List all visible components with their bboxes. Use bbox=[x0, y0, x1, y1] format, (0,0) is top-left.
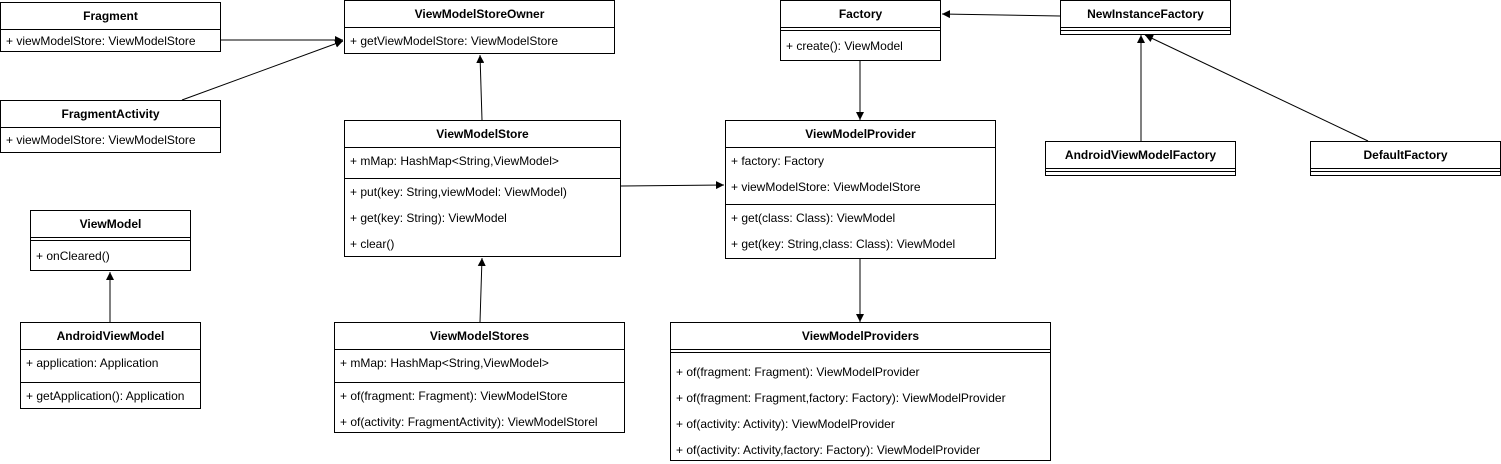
class-defaultfactory[interactable]: DefaultFactory bbox=[1310, 141, 1501, 176]
class-title: FragmentActivity bbox=[61, 107, 160, 121]
method: + of(activity: Activity,factory: Factory… bbox=[676, 443, 980, 457]
method: + create(): ViewModel bbox=[786, 39, 903, 53]
class-viewmodelprovider[interactable]: ViewModelProvider + factory: Factory + v… bbox=[725, 120, 996, 259]
class-viewmodel[interactable]: ViewModel + onCleared() bbox=[30, 210, 191, 271]
method: + of(activity: Activity): ViewModelProvi… bbox=[676, 417, 895, 431]
class-title: Fragment bbox=[83, 9, 138, 23]
class-title: ViewModelProviders bbox=[801, 329, 920, 343]
method: + get(key: String): ViewModel bbox=[350, 211, 507, 225]
method: + of(activity: FragmentActivity): ViewMo… bbox=[340, 415, 598, 429]
class-title: ViewModelStore bbox=[436, 127, 529, 141]
class-title: NewInstanceFactory bbox=[1087, 7, 1204, 21]
method: + getApplication(): Application bbox=[26, 389, 185, 403]
method: + get(key: String,class: Class): ViewMod… bbox=[731, 237, 956, 251]
relation-newinstancefactory-to-factory bbox=[941, 10, 1061, 19]
method: + of(fragment: Fragment): ViewModelProvi… bbox=[676, 365, 920, 379]
method: + clear() bbox=[350, 237, 395, 251]
method: + of(fragment: Fragment): ViewModelStore bbox=[340, 389, 568, 403]
class-title: AndroidViewModel bbox=[56, 329, 165, 343]
relation-viewmodelstore-to-viewmodelprovider bbox=[620, 181, 725, 190]
class-newinstancefactory[interactable]: NewInstanceFactory bbox=[1060, 0, 1231, 35]
method: + put(key: String,viewModel: ViewModel) bbox=[350, 185, 567, 199]
method: + getViewModelStore: ViewModelStore bbox=[350, 34, 559, 48]
class-viewmodelstores[interactable]: ViewModelStores + mMap: HashMap<String,V… bbox=[334, 322, 625, 433]
class-fragment[interactable]: Fragment + viewModelStore: ViewModelStor… bbox=[0, 2, 221, 52]
class-viewmodelproviders[interactable]: ViewModelProviders + of(fragment: Fragme… bbox=[670, 322, 1051, 461]
class-androidviewmodelfactory[interactable]: AndroidViewModelFactory bbox=[1045, 141, 1236, 176]
attribute: + factory: Factory bbox=[731, 154, 825, 168]
attribute: + mMap: HashMap<String,ViewModel> bbox=[340, 356, 549, 370]
method: + onCleared() bbox=[36, 249, 110, 263]
class-title: ViewModelStores bbox=[429, 329, 530, 343]
class-viewmodelstore[interactable]: ViewModelStore + mMap: HashMap<String,Vi… bbox=[344, 120, 621, 257]
method: + of(fragment: Fragment,factory: Factory… bbox=[676, 391, 1006, 405]
attribute: + viewModelStore: ViewModelStore bbox=[6, 133, 196, 147]
relation-defaultfactory-to-newinstancefactory bbox=[1144, 34, 1369, 142]
class-viewmodelstoreowner[interactable]: ViewModelStoreOwner + getViewModelStore:… bbox=[344, 0, 615, 54]
attribute: + viewModelStore: ViewModelStore bbox=[731, 180, 921, 194]
class-title: ViewModelStoreOwner bbox=[414, 7, 545, 21]
class-title: DefaultFactory bbox=[1363, 148, 1448, 162]
class-fragmentactivity[interactable]: FragmentActivity + viewModelStore: ViewM… bbox=[0, 100, 221, 153]
relation-viewmodelstores-to-viewmodelstore bbox=[477, 257, 486, 323]
attribute: + mMap: HashMap<String,ViewModel> bbox=[350, 154, 559, 168]
attribute: + application: Application bbox=[26, 356, 159, 370]
class-androidviewmodel[interactable]: AndroidViewModel + application: Applicat… bbox=[20, 322, 201, 409]
relation-viewmodelstore-to-viewmodelstoreowner bbox=[476, 54, 485, 121]
class-factory[interactable]: Factory + create(): ViewModel bbox=[780, 0, 941, 61]
class-title: AndroidViewModelFactory bbox=[1064, 148, 1217, 162]
attribute: + viewModelStore: ViewModelStore bbox=[6, 34, 196, 48]
class-title: ViewModelProvider bbox=[805, 127, 916, 141]
relation-fragmentactivity-to-viewmodelstoreowner bbox=[181, 39, 344, 101]
class-title: Factory bbox=[838, 7, 883, 21]
class-title: ViewModel bbox=[79, 217, 142, 231]
method: + get(class: Class): ViewModel bbox=[731, 211, 896, 225]
